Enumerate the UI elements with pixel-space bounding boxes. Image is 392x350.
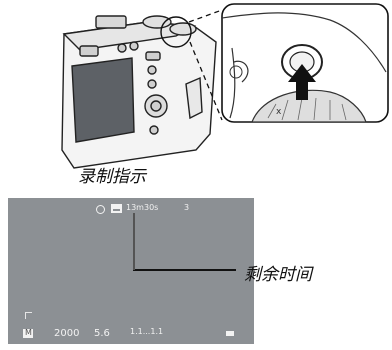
camera-illustration: x [61,3,389,169]
exposure-scale: 1.1...1.1 [130,327,164,336]
movie-mode-icon [111,204,122,213]
exposure-mode-badge: M [23,329,33,338]
remaining-time-readout: 13m30s [126,203,159,212]
zoom-detail-box: x [221,3,389,123]
aperture-readout: 5.6 [94,328,110,339]
camera-body [61,15,217,169]
recording-indicator-icon [96,205,105,214]
exposure-mode-text: M [25,328,32,337]
shutter-button-highlight [160,16,192,48]
zoom-leader-lines [188,9,223,121]
recording-indicator-callout: 录制指示 [78,167,146,187]
time-remaining-callout: 剩余时间 [244,265,312,285]
frame-counter: 3 [184,203,190,212]
status-icons [25,312,32,319]
shutter-speed-readout: 2000 [54,328,80,339]
press-arrow-icon [288,64,316,100]
battery-icon [226,331,234,336]
dial-mark: x [276,107,282,117]
